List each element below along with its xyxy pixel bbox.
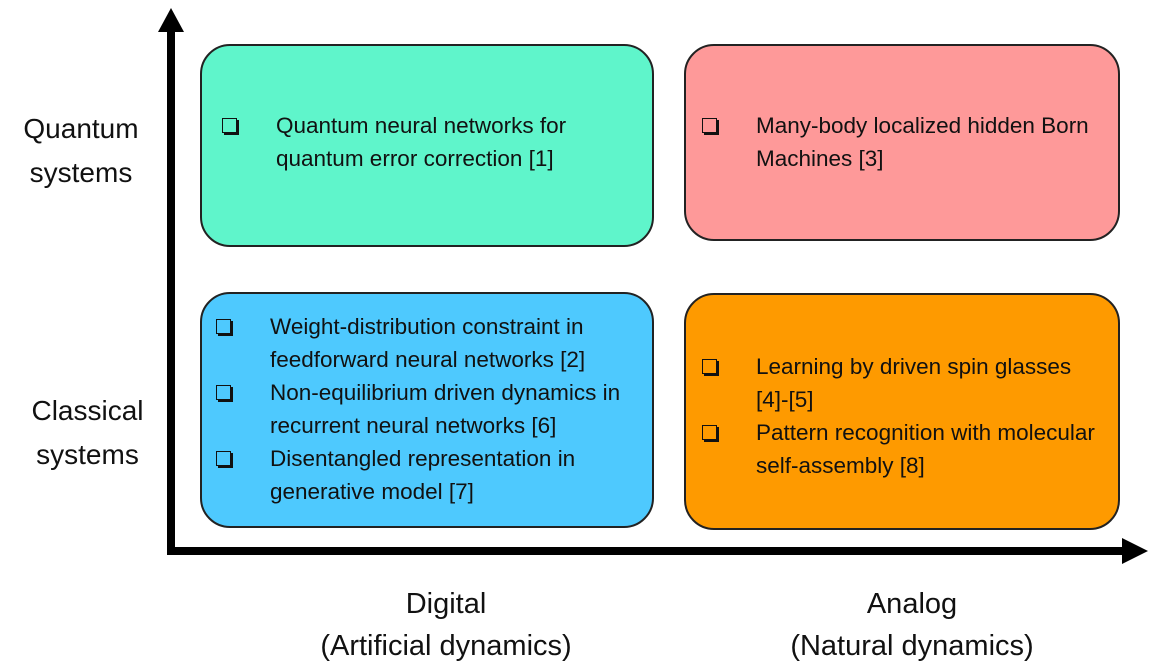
checkbox-bullet-icon: [216, 385, 231, 400]
x-label-analog: Analog (Natural dynamics): [790, 588, 1034, 662]
classical-analog-item: Learning by driven spin glasses [4]-[5]: [702, 350, 1102, 416]
quadrant-quantum-digital: Quantum neural networks for quantum erro…: [200, 44, 654, 247]
classical-digital-item: Non-equilibrium driven dynamics in recur…: [216, 376, 636, 442]
quadrant-quantum-analog: Many-body localized hidden Born Machines…: [684, 44, 1120, 241]
checkbox-bullet-icon: [216, 451, 231, 466]
checkbox-bullet-icon: [216, 319, 231, 334]
quantum-digital-list: Quantum neural networks for quantum erro…: [222, 109, 628, 175]
classical-analog-item-text: Pattern recognition with molecular self-…: [756, 420, 1095, 478]
quantum-analog-list: Many-body localized hidden Born Machines…: [702, 109, 1098, 175]
classical-analog-list: Learning by driven spin glasses [4]-[5] P…: [702, 350, 1102, 482]
quantum-analog-item: Many-body localized hidden Born Machines…: [702, 109, 1098, 175]
quantum-digital-item-text: Quantum neural networks for quantum erro…: [276, 113, 567, 171]
quadrant-classical-analog: Learning by driven spin glasses [4]-[5] P…: [684, 293, 1120, 530]
classical-digital-item-text: Weight-distribution constraint in feedfo…: [270, 314, 586, 372]
classical-digital-list: Weight-distribution constraint in feedfo…: [216, 310, 636, 508]
y-axis-arrowhead: [158, 8, 184, 32]
quantum-digital-item: Quantum neural networks for quantum erro…: [222, 109, 628, 175]
classical-digital-item: Weight-distribution constraint in feedfo…: [216, 310, 636, 376]
x-axis-arrowhead: [1122, 538, 1148, 564]
quantum-analog-item-text: Many-body localized hidden Born Machines…: [756, 113, 1089, 171]
checkbox-bullet-icon: [702, 118, 717, 133]
classical-analog-item-text: Learning by driven spin glasses [4]-[5]: [756, 354, 1072, 412]
quadrant-classical-digital: Weight-distribution constraint in feedfo…: [200, 292, 654, 528]
classical-analog-item: Pattern recognition with molecular self-…: [702, 416, 1102, 482]
x-label-digital: Digital (Artificial dynamics): [320, 588, 572, 662]
y-label-quantum: Quantum systems: [23, 113, 139, 188]
checkbox-bullet-icon: [702, 425, 717, 440]
checkbox-bullet-icon: [702, 359, 717, 374]
classical-digital-item-text: Disentangled representation in generativ…: [270, 446, 576, 504]
classical-digital-item-text: Non-equilibrium driven dynamics in recur…: [270, 380, 621, 438]
y-label-classical: Classical systems: [31, 395, 144, 470]
classical-digital-item: Disentangled representation in generativ…: [216, 442, 636, 508]
checkbox-bullet-icon: [222, 118, 237, 133]
